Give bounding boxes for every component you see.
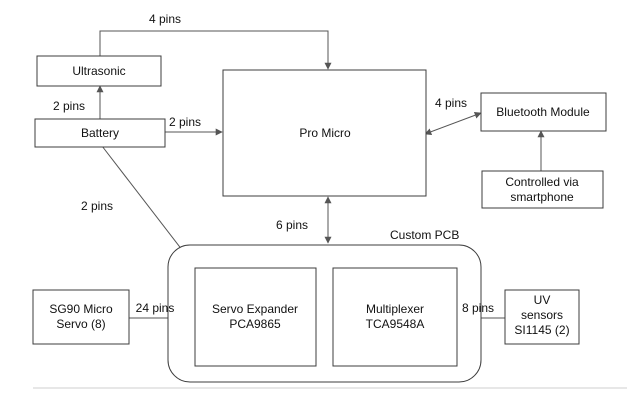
sg90-servo-label-line2: Servo (8): [56, 317, 105, 331]
ultrasonic-pro-micro-pins: 4 pins: [149, 12, 181, 26]
pro-micro-label: Pro Micro: [299, 126, 351, 140]
servo-expander-label-line1: Servo Expander: [212, 302, 298, 316]
multiplexer-label-line1: Multiplexer: [366, 302, 424, 316]
battery-pro-micro-pins: 2 pins: [169, 115, 201, 129]
pro-micro-bluetooth-pins: 4 pins: [435, 96, 467, 110]
battery-ultrasonic-pins: 2 pins: [53, 99, 85, 113]
sg90-servo-expander-pins: 24 pins: [136, 301, 175, 315]
bluetooth-module-box: [480, 92, 607, 132]
uv-multiplexer-pins: 8 pins: [462, 301, 494, 315]
ultrasonic-label: Ultrasonic: [72, 64, 125, 78]
battery-box: [34, 118, 166, 148]
uv-sensors-label-line2: sensors: [521, 308, 563, 322]
ultrasonic-box: [36, 55, 162, 87]
controlled-via-box: [481, 170, 604, 209]
sg90-servo-box: [32, 289, 130, 345]
custom-pcb-label: Custom PCB: [390, 228, 459, 242]
battery-label: Battery: [81, 126, 119, 140]
controlled-via-label-line2: smartphone: [510, 190, 574, 204]
pro-micro-bluetooth-line: [424, 111, 482, 136]
pro-micro-pcb-pins: 6 pins: [276, 218, 308, 232]
uv-sensors-box: [504, 289, 580, 345]
pro-micro-box: [222, 69, 427, 197]
ultrasonic-to-pro-micro-line: [99, 30, 332, 70]
multiplexer-box: [332, 267, 458, 367]
servo-expander-label-line2: PCA9865: [229, 317, 281, 331]
multiplexer-label-line2: TCA9548A: [366, 317, 425, 331]
sg90-servo-label-line1: SG90 Micro: [49, 302, 113, 316]
battery-servo-expander-pins: 2 pins: [81, 199, 113, 213]
servo-expander-box: [194, 267, 317, 367]
bluetooth-module-label: Bluetooth Module: [496, 105, 590, 119]
uv-sensors-label-line3: SI1145 (2): [514, 323, 569, 337]
uv-sensors-label-line1: UV: [534, 293, 551, 307]
controlled-via-label-line1: Controlled via: [505, 175, 579, 189]
